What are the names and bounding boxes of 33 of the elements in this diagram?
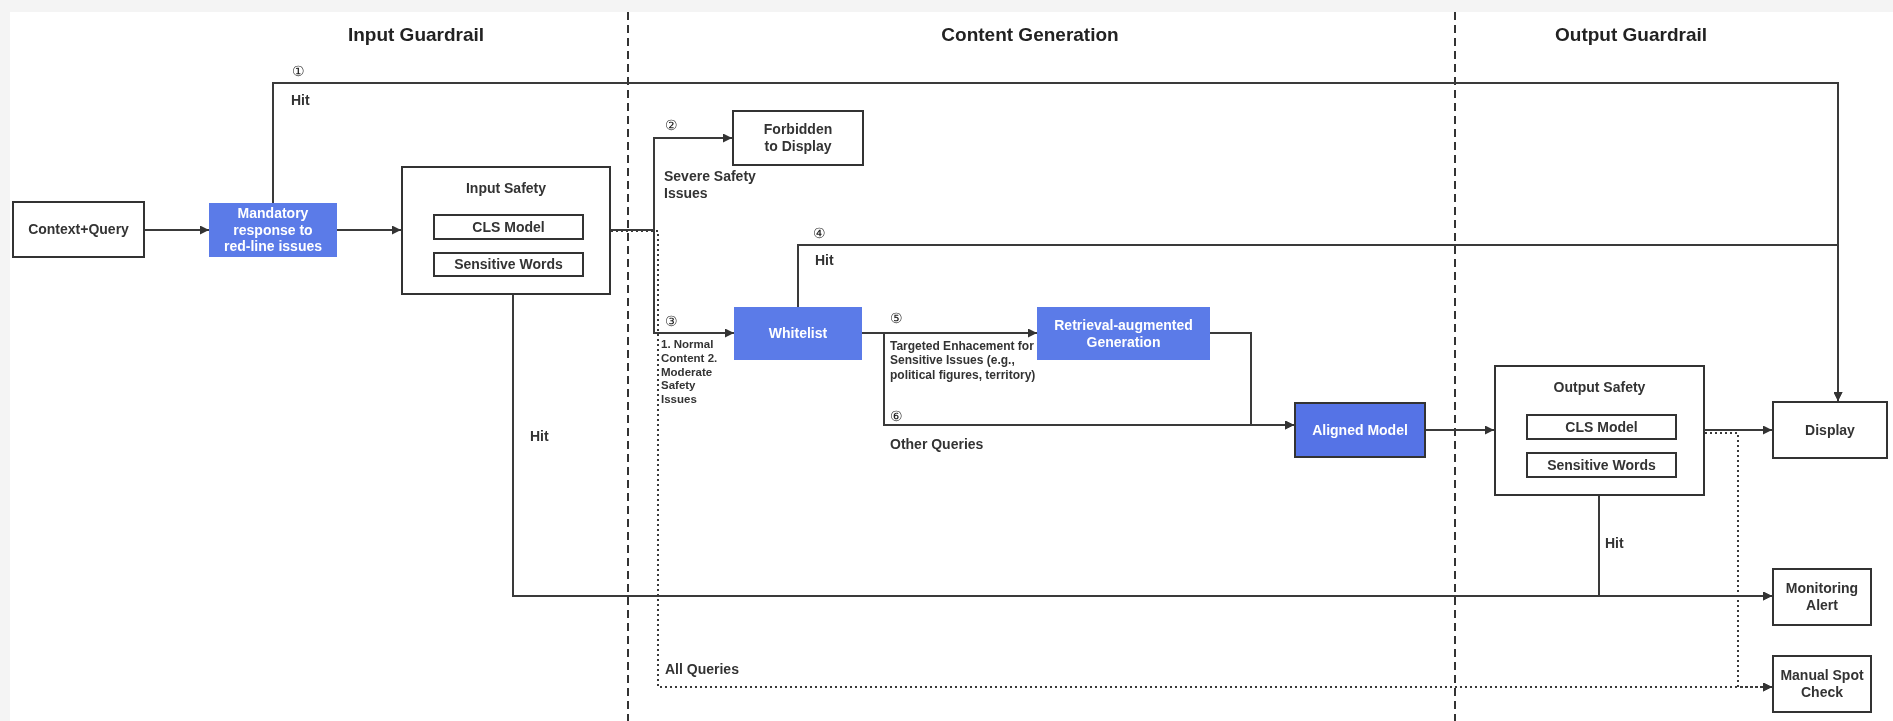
step-number: ① [292, 64, 305, 78]
process-box: Display [1772, 401, 1888, 459]
step-number: ⑤ [890, 311, 903, 325]
edge-label: Targeted Enhacement for Sensitive Issues (e.g., political figures, territory) [890, 339, 1036, 383]
component-box: CLS Model [1526, 414, 1677, 440]
arrow [336, 225, 402, 235]
process-box: Forbidden to Display [732, 110, 864, 166]
step-number: ② [665, 118, 678, 132]
component-box: Sensitive Words [1526, 452, 1677, 478]
highlighted-process-box: Mandatory response to red-line issues [209, 203, 337, 257]
arrow [610, 229, 735, 338]
module-box: Input Safety CLS Model Sensitive Words [401, 166, 611, 295]
process-box: Manual Spot Check [1772, 655, 1872, 713]
arrow [1425, 425, 1495, 435]
arrow [1598, 495, 1773, 601]
module-box: Output Safety CLS Model Sensitive Words [1494, 365, 1705, 496]
highlighted-process-box: Aligned Model [1294, 402, 1426, 458]
section-heading: Content Generation [941, 24, 1119, 46]
step-number: ⑥ [890, 409, 903, 423]
process-box: Monitoring Alert [1772, 568, 1872, 626]
component-box: Sensitive Words [433, 252, 584, 277]
highlighted-process-box: Retrieval-augmented Generation [1037, 307, 1210, 360]
step-number: ③ [665, 314, 678, 328]
arrow [1209, 332, 1295, 430]
component-box: CLS Model [433, 214, 584, 240]
highlighted-process-box: Whitelist [734, 307, 862, 360]
section-heading: Input Guardrail [347, 24, 485, 46]
arrow [1704, 425, 1773, 435]
section-heading: Output Guardrail [1555, 24, 1707, 46]
arrow [144, 225, 210, 235]
step-number: ④ [813, 226, 826, 240]
arrow [797, 244, 1843, 402]
process-box: Context+Query [12, 201, 145, 258]
